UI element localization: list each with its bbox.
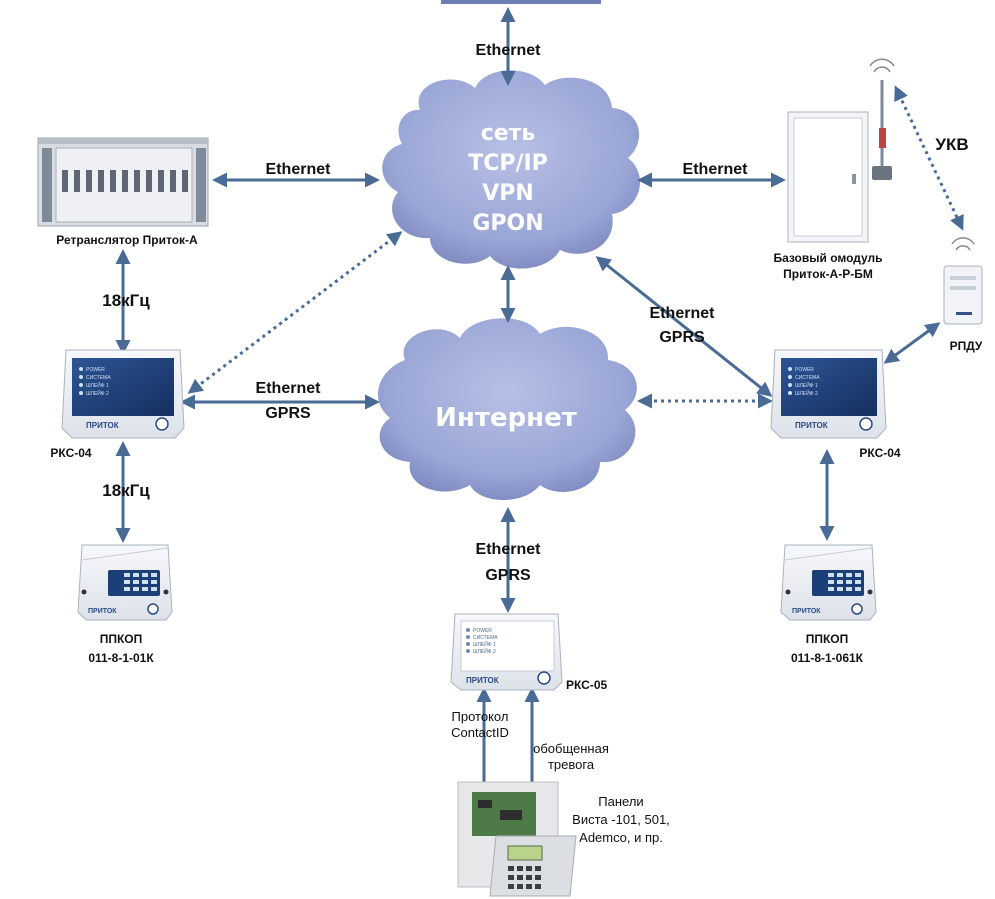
wireless-links [187,85,964,409]
label-alarm-2: тревога [548,757,595,772]
label-freq-lower: 18кГц [102,481,150,500]
panel-row-4: ШЛЕЙФ 2 [795,389,818,397]
label-base-module-1: Базовый омодуль [773,251,882,265]
label-left-ethernet: Ethernet [266,161,332,178]
rpdu-device [943,237,983,325]
label-panels-3: Ademco, и пр. [579,830,663,845]
panel-row-3: ШЛЕЙФ 1 [86,381,109,389]
cloud-top-line-1: сеть [481,121,536,146]
label-rks04-right: РКС-04 [859,446,901,460]
label-rpdu: РПДУ [950,339,983,353]
cloud-tcpip: сеть TCP/IP VPN GPON [382,70,640,269]
cloud-internet-label: Интернет [435,403,577,433]
label-ppkop-right-2: 011-8-1-061К [791,651,864,665]
panel-row-2: СИСТЕМА [795,375,820,381]
cloud-top-line-3: VPN [482,181,534,206]
panel-row-1: POWER [473,628,492,634]
label-rks04-left: РКС-04 [50,446,92,460]
panel-row-1: POWER [86,367,105,373]
arrow-rks-rpdu [883,322,941,364]
panel-row-2: СИСТЕМА [473,635,498,641]
label-right-mid-ethernet: Ethernet [650,305,716,322]
links [115,6,941,785]
label-ppkop-left-1: ППКОП [100,632,143,646]
brand-logo: ПРИТОК [86,421,119,430]
label-bottom-ethernet: Ethernet [476,541,542,558]
panel-row-3: ШЛЕЙФ 1 [473,640,496,648]
label-protocol-2: ContactID [451,725,509,740]
label-right-mid-gprs: GPRS [659,329,705,346]
rks04-left-device: POWER СИСТЕМА ШЛЕЙФ 1 ШЛЕЙФ 2 ПРИТОК [61,349,185,439]
panel-row-4: ШЛЕЙФ 2 [86,389,109,397]
panel-row-4: ШЛЕЙФ 2 [473,647,496,655]
label-alarm-1: обобщенная [533,741,609,756]
label-rks05: РКС-05 [566,678,608,692]
rks05-device: POWER СИСТЕМА ШЛЕЙФ 1 ШЛЕЙФ 2 ПРИТОК [450,613,563,691]
cloud-top-line-4: GPON [472,211,543,236]
label-top-ethernet: Ethernet [476,42,542,59]
antenna-base [869,58,895,180]
ppkop-left-device: ПРИТОК [77,544,173,621]
panel-row-2: СИСТЕМА [86,375,111,381]
label-retranslator: Ретранслятор Приток-А [56,233,198,247]
label-left-mid-ethernet: Ethernet [256,380,322,397]
label-ppkop-left-2: 011-8-1-01К [88,651,154,665]
ppkop-right-device: ПРИТОК [780,544,877,621]
top-server-edge [441,0,601,4]
label-right-ethernet: Ethernet [683,161,749,178]
cloud-internet: Интернет [377,318,637,500]
dotted-ukv [894,85,964,231]
brand-logo: ПРИТОК [795,421,828,430]
brand-logo: ПРИТОК [466,676,499,685]
base-module [787,111,869,243]
alarm-panels-photo [457,781,577,897]
brand-logo: ПРИТОК [88,608,117,615]
cloud-top-line-2: TCP/IP [468,151,548,176]
label-panels-1: Панели [598,794,643,809]
panel-row-1: POWER [795,367,814,373]
label-left-mid-gprs: GPRS [265,405,311,422]
dotted-rks-cloud [187,231,403,394]
label-panels-2: Виста -101, 501, [572,812,670,827]
label-ukv: УКВ [935,135,968,154]
brand-logo: ПРИТОК [792,608,821,615]
label-freq-upper: 18кГц [102,291,150,310]
label-base-module-2: Приток-А-Р-БМ [783,267,873,281]
label-bottom-gprs: GPRS [485,567,531,584]
rks04-right-device: POWER СИСТЕМА ШЛЕЙФ 1 ШЛЕЙФ 2 ПРИТОК [770,349,887,439]
label-protocol-1: Протокол [452,709,509,724]
panel-row-3: ШЛЕЙФ 1 [795,381,818,389]
retranslator-rack [37,137,209,227]
label-ppkop-right-1: ППКОП [806,632,849,646]
arrow-cloud-rks-right [595,256,773,397]
